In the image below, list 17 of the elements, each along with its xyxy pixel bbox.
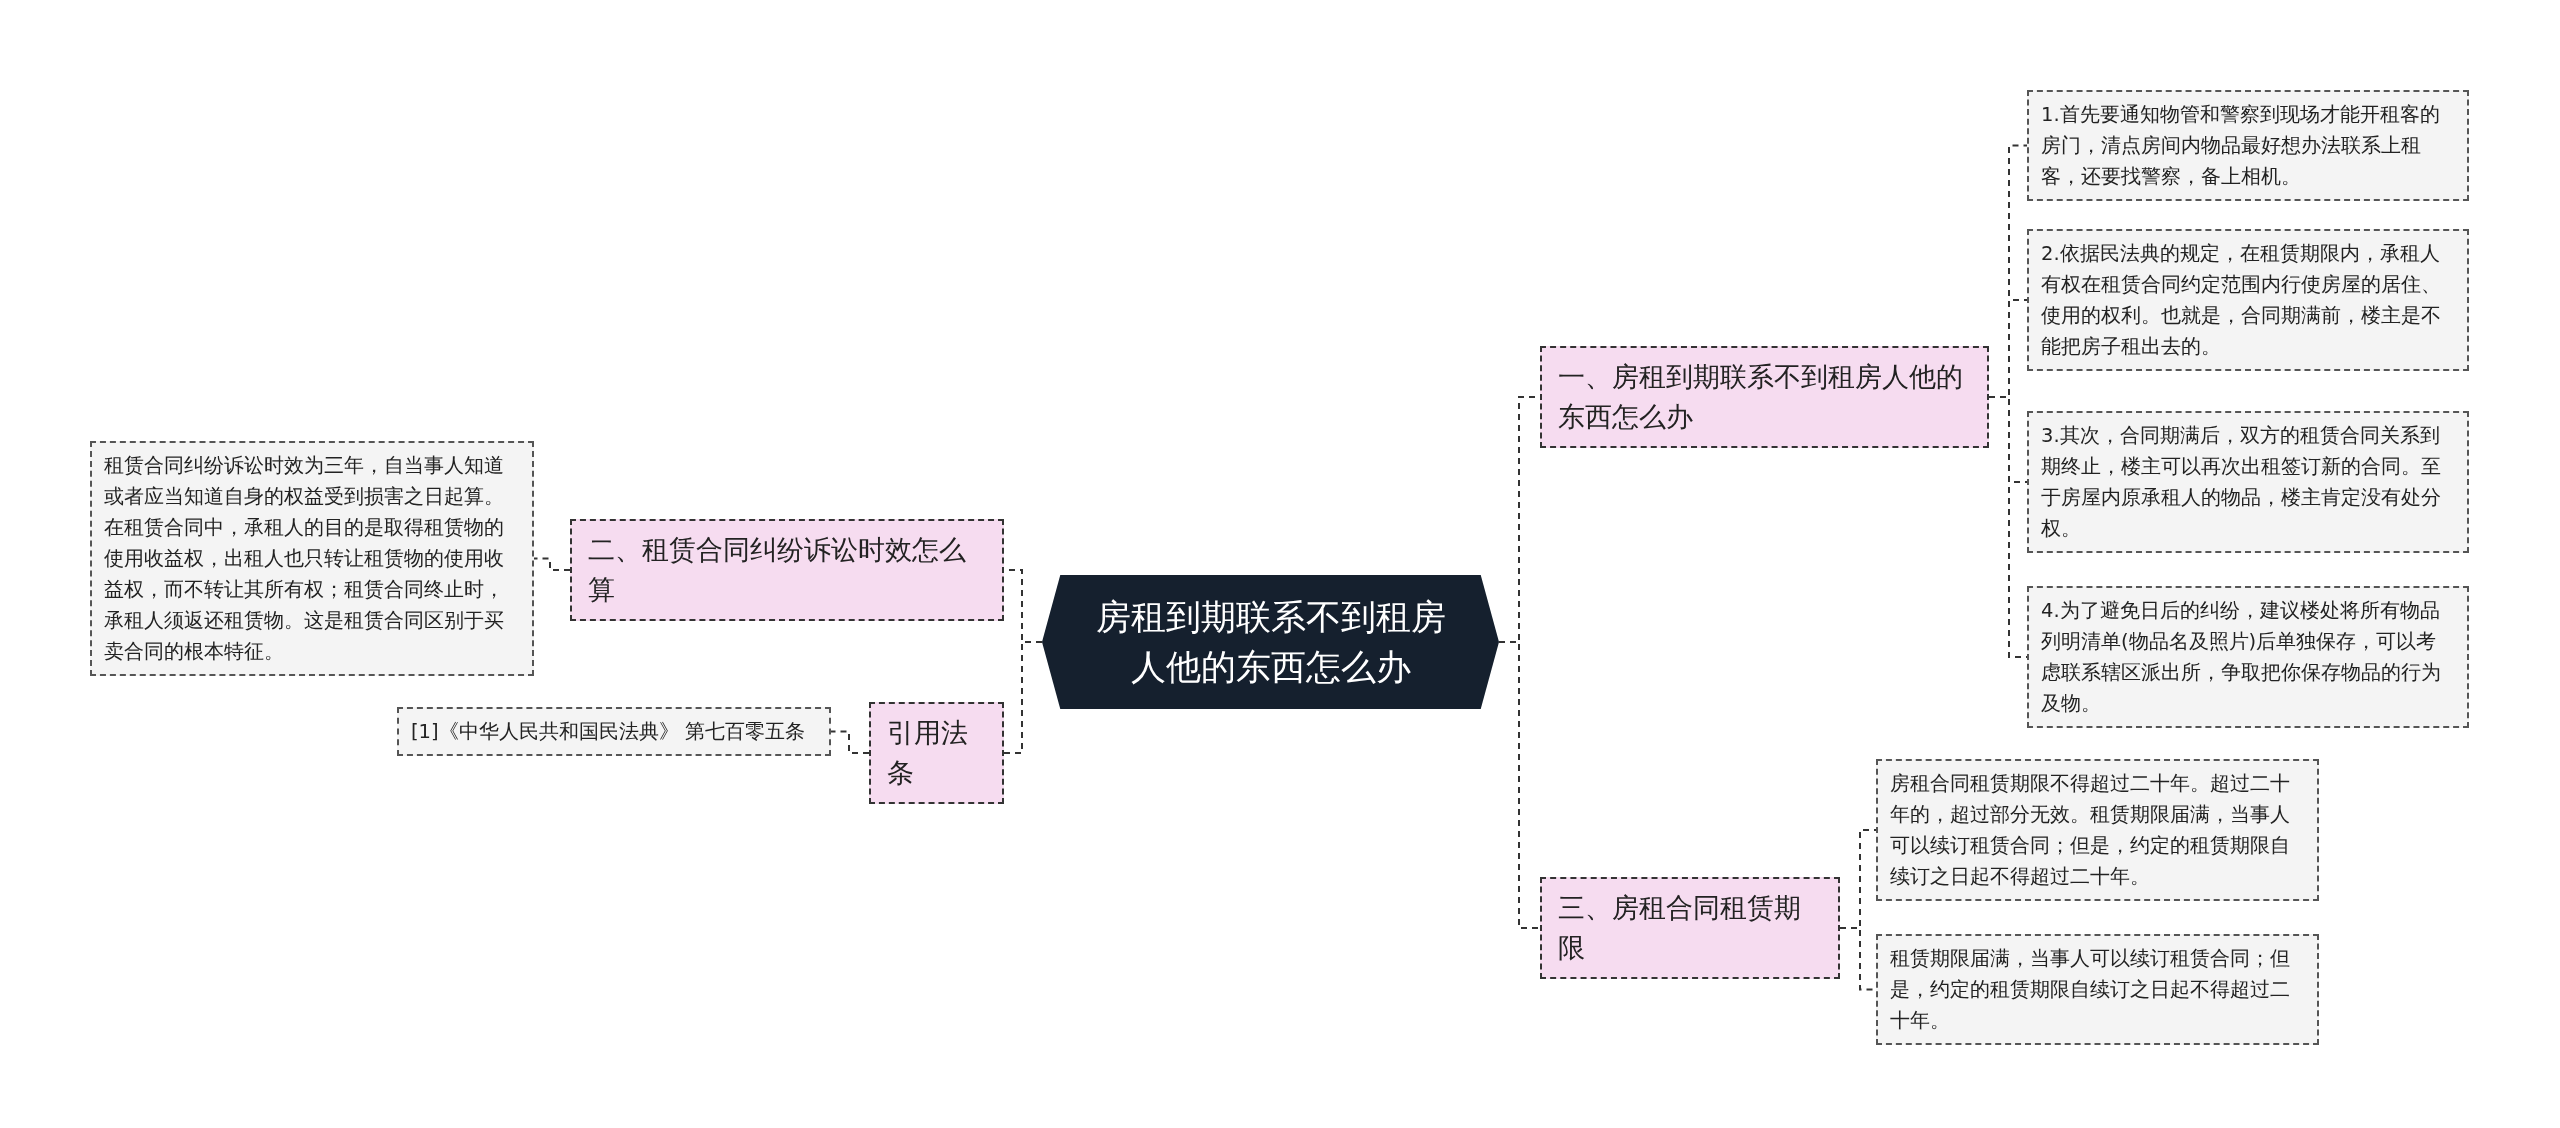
note-box: 租赁期限届满，当事人可以续订租赁合同；但是，约定的租赁期限自续订之日起不得超过二十年。 <box>1876 934 2319 1045</box>
note-box: 租赁合同纠纷诉讼时效为三年，自当事人知道或者应当知道自身的权益受到损害之日起算。在租赁合同中，承租人的目的是取得租赁物的使用收益权，出租人也只转让租赁物的使用收益权，而不转让其所有权；租赁合同终止时，承租人须返还租赁物。这是租赁合同区别于买卖合同的根本特征。 <box>90 441 534 676</box>
note-box: 2.依据民法典的规定，在租赁期限内，承租人有权在租赁合同约定范围内行使房屋的居住、使用的权利。也就是，合同期满前，楼主是不能把房子租出去的。 <box>2027 229 2469 371</box>
note-box: 1.首先要通知物管和警察到现场才能开租客的房门，清点房间内物品最好想办法联系上租客，还要找警察，备上相机。 <box>2027 90 2469 201</box>
topic-box: 一、房租到期联系不到租房人他的东西怎么办 <box>1540 346 1989 448</box>
note-box: [1]《中华人民共和国民法典》 第七百零五条 <box>397 707 831 756</box>
connector-line <box>1003 641 1043 754</box>
connector-line <box>830 730 870 754</box>
topic-box: 二、租赁合同纠纷诉讼时效怎么算 <box>570 519 1004 621</box>
connector-line <box>1498 641 1541 929</box>
note-box: 房租合同租赁期限不得超过二十年。超过二十年的，超过部分无效。租赁期限届满，当事人可以续订租赁合同；但是，约定的租赁期限自续订之日起不得超过二十年。 <box>1876 759 2319 901</box>
topic-box: 三、房租合同租赁期限 <box>1540 877 1840 979</box>
topic-box: 引用法条 <box>869 702 1004 804</box>
note-box: 3.其次，合同期满后，双方的租赁合同关系到期终止，楼主可以再次出租签订新的合同。至于房屋内原承租人的物品，楼主肯定没有处分权。 <box>2027 411 2469 553</box>
note-box: 4.为了避免日后的纠纷，建议楼处将所有物品列明清单(物品名及照片)后单独保存，可以考虑联系辖区派出所，争取把你保存物品的行为及物。 <box>2027 586 2469 728</box>
connector-line <box>533 557 571 571</box>
central-topic: 房租到期联系不到租房人他的东西怎么办 <box>1042 575 1499 709</box>
